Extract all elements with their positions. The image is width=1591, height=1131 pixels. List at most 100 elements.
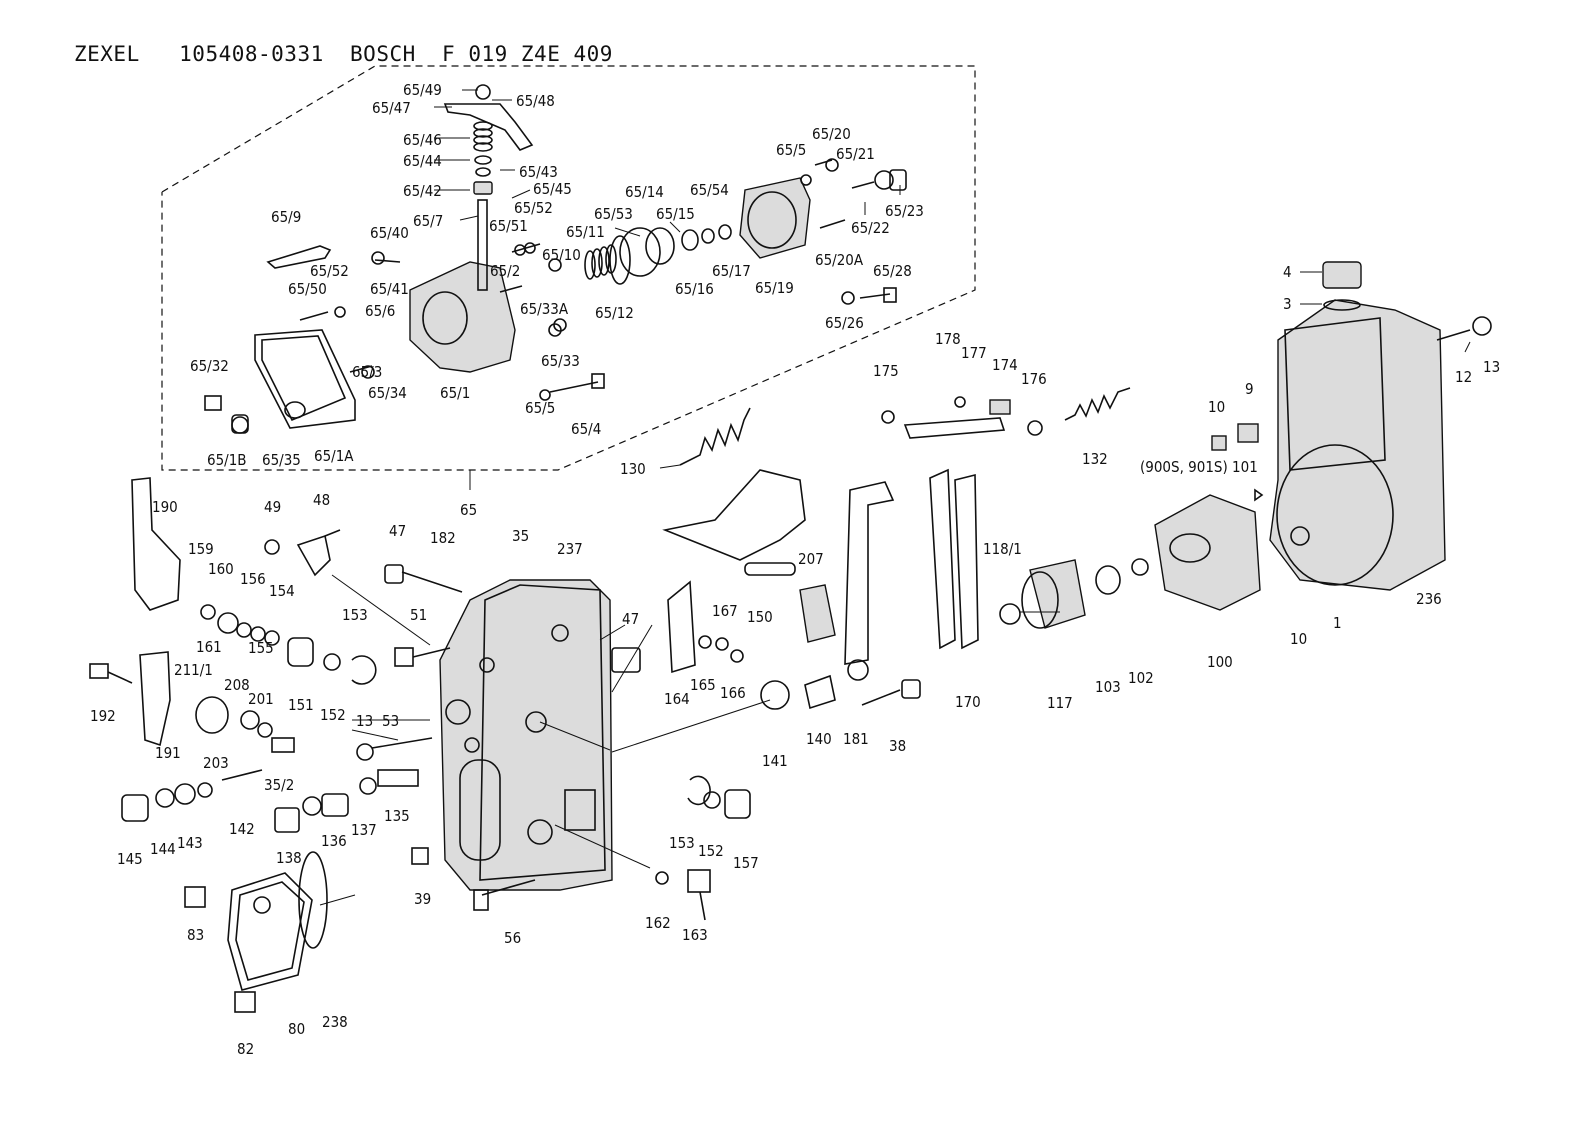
label-65-41: 65/41 bbox=[370, 280, 409, 298]
label-65-42: 65/42 bbox=[403, 182, 442, 200]
label-136: 136 bbox=[321, 832, 347, 850]
label-65-21: 65/21 bbox=[836, 145, 875, 163]
spring-65-46 bbox=[473, 121, 493, 152]
label-65-20a: 65/20A bbox=[815, 251, 864, 269]
label-153-left: 153 bbox=[342, 606, 368, 624]
label-13-left: 13 bbox=[356, 712, 373, 730]
label-49: 49 bbox=[264, 498, 281, 516]
label-151: 151 bbox=[288, 696, 314, 714]
label-174: 174 bbox=[992, 356, 1018, 374]
label-140: 140 bbox=[806, 730, 832, 748]
label-65-47: 65/47 bbox=[372, 99, 411, 117]
label-82: 82 bbox=[237, 1040, 254, 1058]
label-192: 192 bbox=[90, 707, 116, 725]
label-65-15: 65/15 bbox=[656, 205, 695, 223]
label-65-26: 65/26 bbox=[825, 314, 864, 332]
label-152-right: 152 bbox=[698, 842, 724, 860]
callout-labels: 65/49 65/48 65/47 65/46 65/44 65/43 65/4… bbox=[90, 81, 1500, 1058]
bosch-part-number: F 019 Z4E 409 bbox=[442, 42, 613, 66]
label-182: 182 bbox=[430, 529, 456, 547]
label-65-53: 65/53 bbox=[594, 205, 633, 223]
label-237: 237 bbox=[557, 540, 583, 558]
label-65-22: 65/22 bbox=[851, 219, 890, 237]
label-236: 236 bbox=[1416, 590, 1442, 608]
label-65-45: 65/45 bbox=[533, 180, 572, 198]
label-162: 162 bbox=[645, 914, 671, 932]
label-65: 65 bbox=[460, 501, 477, 519]
label-138: 138 bbox=[276, 849, 302, 867]
label-145: 145 bbox=[117, 850, 143, 868]
flyweight-assembly-100 bbox=[999, 494, 1261, 629]
label-39: 39 bbox=[414, 890, 431, 908]
label-159: 159 bbox=[188, 540, 214, 558]
pump-body-35 bbox=[439, 579, 613, 891]
label-166: 166 bbox=[720, 684, 746, 702]
label-80: 80 bbox=[288, 1020, 305, 1038]
end-cover-80 bbox=[227, 851, 328, 991]
label-141: 141 bbox=[762, 752, 788, 770]
label-65-28: 65/28 bbox=[873, 262, 912, 280]
label-65-4: 65/4 bbox=[571, 420, 601, 438]
label-175: 175 bbox=[873, 362, 899, 380]
label-12: 12 bbox=[1455, 368, 1472, 386]
diaphragm-65-12 bbox=[609, 235, 631, 285]
label-153-right: 153 bbox=[669, 834, 695, 852]
label-65-11: 65/11 bbox=[566, 223, 605, 241]
label-176: 176 bbox=[1021, 370, 1047, 388]
label-102: 102 bbox=[1128, 669, 1154, 687]
label-35: 35 bbox=[512, 527, 529, 545]
label-155: 155 bbox=[248, 639, 274, 657]
rod-65-7 bbox=[477, 199, 488, 291]
label-165: 165 bbox=[690, 676, 716, 694]
governor-cover-subassembly bbox=[204, 84, 907, 434]
label-65-48: 65/48 bbox=[516, 92, 555, 110]
label-65-3: 65/3 bbox=[352, 363, 382, 381]
arm-65-47 bbox=[443, 103, 534, 151]
label-56: 56 bbox=[504, 929, 521, 947]
label-181: 181 bbox=[843, 730, 869, 748]
label-65-50: 65/50 bbox=[288, 280, 327, 298]
label-154: 154 bbox=[269, 582, 295, 600]
brand-bosch: BOSCH bbox=[350, 42, 416, 66]
screws-sub-assembly bbox=[204, 84, 907, 434]
label-144: 144 bbox=[150, 840, 176, 858]
label-35-2: 35/2 bbox=[264, 776, 294, 794]
label-150: 150 bbox=[747, 608, 773, 626]
label-65-33a: 65/33A bbox=[520, 300, 569, 318]
label-65-19: 65/19 bbox=[755, 279, 794, 297]
cover-plate-65-1a bbox=[254, 329, 356, 429]
label-143: 143 bbox=[177, 834, 203, 852]
label-132: 132 bbox=[1082, 450, 1108, 468]
label-164: 164 bbox=[664, 690, 690, 708]
label-65-51: 65/51 bbox=[489, 217, 528, 235]
label-65-40: 65/40 bbox=[370, 224, 409, 242]
label-47-right: 47 bbox=[622, 610, 639, 628]
zexel-part-number: 105408-0331 bbox=[179, 42, 324, 66]
label-47-left: 47 bbox=[389, 522, 406, 540]
label-65-46: 65/46 bbox=[403, 131, 442, 149]
governor-levers bbox=[662, 396, 1043, 681]
label-208: 208 bbox=[224, 676, 250, 694]
label-65-9: 65/9 bbox=[271, 208, 301, 226]
label-48: 48 bbox=[313, 491, 330, 509]
label-10-top: 10 bbox=[1208, 398, 1225, 416]
label-142: 142 bbox=[229, 820, 255, 838]
label-65-54: 65/54 bbox=[690, 181, 729, 199]
label-3: 3 bbox=[1283, 295, 1292, 313]
label-65-14: 65/14 bbox=[625, 183, 664, 201]
diagram-header: ZEXEL 105408-0331 BOSCH F 019 Z4E 409 bbox=[74, 42, 613, 66]
label-170: 170 bbox=[955, 693, 981, 711]
label-178: 178 bbox=[935, 330, 961, 348]
label-65-5-top: 65/5 bbox=[776, 141, 806, 159]
label-65-1: 65/1 bbox=[440, 384, 470, 402]
label-191: 191 bbox=[155, 744, 181, 762]
label-1: 1 bbox=[1333, 614, 1342, 632]
label-65-52: 65/52 bbox=[514, 199, 553, 217]
label-65-20: 65/20 bbox=[812, 125, 851, 143]
label-83: 83 bbox=[187, 926, 204, 944]
label-203: 203 bbox=[203, 754, 229, 772]
label-130: 130 bbox=[620, 460, 646, 478]
label-65-10: 65/10 bbox=[542, 246, 581, 264]
label-65-16: 65/16 bbox=[675, 280, 714, 298]
